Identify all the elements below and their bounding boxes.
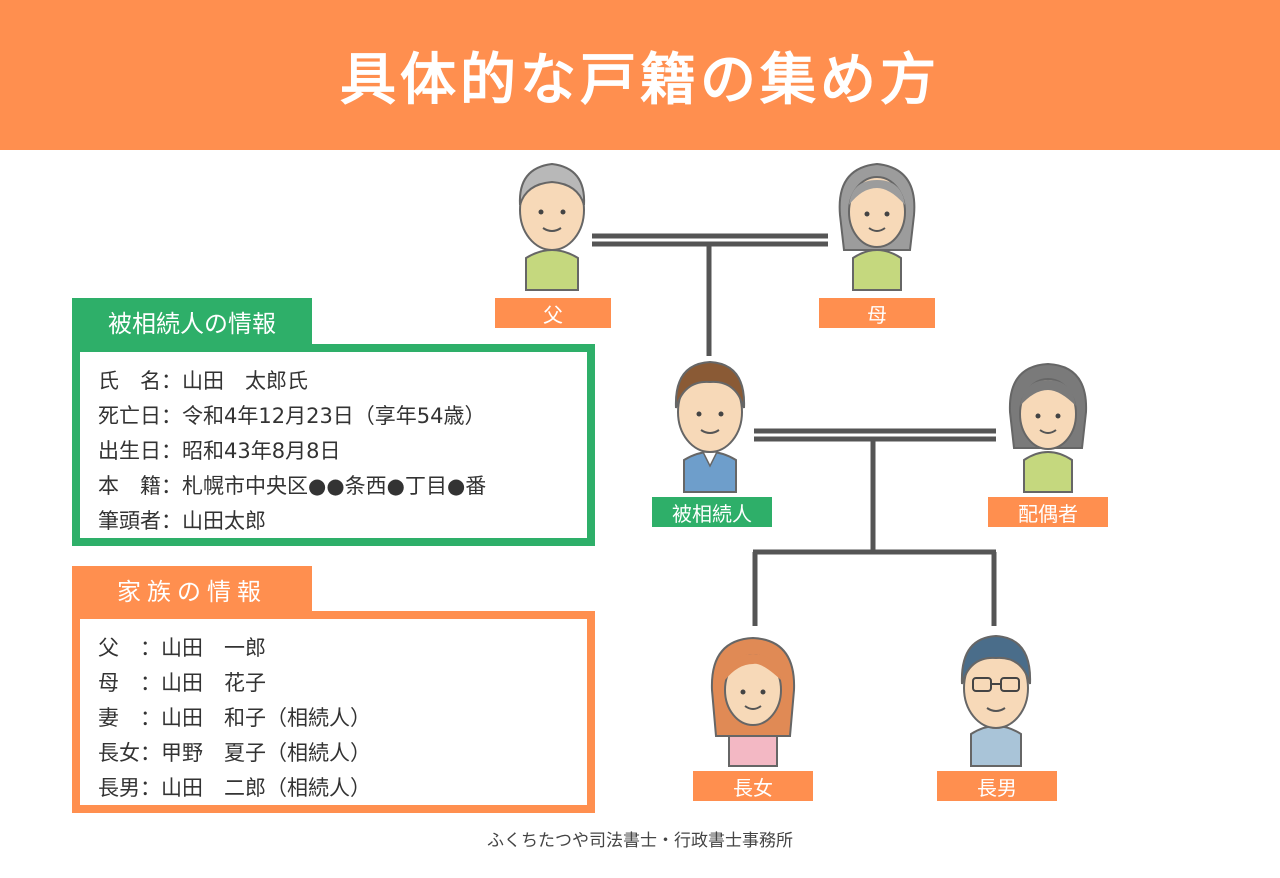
eldest-son-label: 長男 [937, 771, 1057, 801]
decedent-figure [674, 360, 746, 493]
header-banner: 具体的な戸籍の集め方 [0, 0, 1280, 150]
tree-connectors [592, 233, 997, 626]
decedent-birth-date: 出生日：昭和43年8月8日 [98, 439, 341, 463]
family-mother: 母 ：山田 花子 [98, 671, 266, 695]
spouse-label: 配偶者 [988, 497, 1108, 527]
family-father: 父 ：山田 一郎 [98, 636, 266, 660]
family-panel: 父 ：山田 一郎 母 ：山田 花子 妻 ：山田 和子（相続人） 長女：甲野 夏子… [72, 611, 595, 813]
page-title: 具体的な戸籍の集め方 [340, 47, 940, 113]
decedent-panel: 氏 名：山田 太郎氏 死亡日：令和4年12月23日（享年54歳） 出生日：昭和4… [72, 344, 595, 546]
decedent-death-date: 死亡日：令和4年12月23日（享年54歳） [98, 404, 486, 428]
decedent-head-of-register: 筆頭者：山田太郎 [98, 509, 266, 533]
spouse-figure [1008, 362, 1088, 493]
mother-label: 母 [819, 298, 935, 328]
office-name: ふくちたつや司法書士・行政書士事務所 [487, 831, 793, 851]
family-panel-title: 家族の情報 [72, 566, 312, 612]
eldest-daughter-label: 長女 [693, 771, 813, 801]
eldest-daughter-figure [710, 636, 796, 767]
family-eldest-daughter: 長女：甲野 夏子（相続人） [98, 741, 371, 765]
decedent-panel-title: 被相続人の情報 [72, 298, 312, 344]
father-figure [518, 162, 586, 291]
decedent-name: 氏 名：山田 太郎氏 [98, 369, 308, 393]
father-label: 父 [495, 298, 611, 328]
mother-figure [838, 162, 916, 291]
eldest-son-figure [960, 634, 1032, 767]
decedent-domicile: 本 籍：札幌市中央区●●条西●丁目●番 [98, 474, 487, 498]
decedent-label: 被相続人 [652, 497, 772, 527]
family-eldest-son: 長男：山田 二郎（相続人） [98, 776, 371, 800]
family-wife: 妻 ：山田 和子（相続人） [98, 706, 371, 730]
